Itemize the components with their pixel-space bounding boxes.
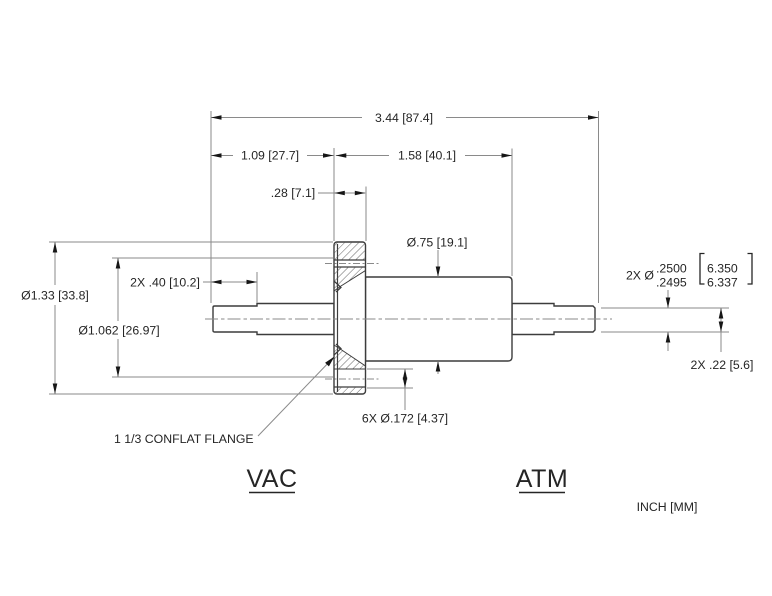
shaft-dia-mm-lower: 6.337: [707, 276, 738, 290]
label-units: INCH [MM]: [637, 500, 698, 514]
flange-top-rim-section: [334, 242, 365, 260]
dim-vac-side-length: 1.09 [27.7]: [241, 149, 299, 163]
flange-bottom-rim-section: [334, 387, 365, 394]
tolerance-bracket-left: [699, 252, 705, 285]
flange-upper-web-section: [333, 266, 366, 292]
shaft-dia-prefix: 2X Ø: [626, 269, 654, 283]
conflat-leader-line: [257, 356, 335, 437]
section-titles: VAC ATM INCH [MM]: [246, 465, 697, 514]
flange-lower-web-section: [333, 344, 366, 370]
flange-outline: [333, 241, 367, 395]
label-atm: ATM: [516, 465, 568, 493]
dim-flange-od: Ø1.33 [33.8]: [21, 288, 89, 302]
dim-shaft-dia-tolerance: 2X Ø .2500 .2495 6.350 6.337: [626, 252, 753, 290]
dim-flange-thickness: .28 [7.1]: [271, 186, 315, 200]
part-geometry: [212, 241, 596, 395]
dim-atm-side-length: 1.58 [40.1]: [398, 149, 456, 163]
dim-shaft-flat: 2X .22 [5.6]: [691, 358, 754, 372]
extension-lines: [49, 111, 729, 395]
dim-flange-bore: Ø1.062 [26.97]: [78, 323, 159, 337]
knife-edge-bottom: [333, 343, 342, 356]
centerlines: [205, 263, 612, 380]
dim-shaft-end-length: 2X .40 [10.2]: [130, 276, 200, 290]
shaft-dia-upper: .2500: [656, 262, 687, 276]
shaft-dia-mm-upper: 6.350: [707, 262, 738, 276]
knife-edge-top: [333, 280, 342, 293]
tolerance-bracket-right: [747, 252, 753, 285]
conflat-leader-arrowhead: [325, 356, 335, 367]
dimension-labels: 3.44 [87.4] 1.09 [27.7] 1.58 [40.1] .28 …: [21, 111, 753, 446]
dim-overall-length: 3.44 [87.4]: [375, 111, 433, 125]
label-vac: VAC: [246, 465, 297, 493]
shaft-dia-lower: .2495: [656, 276, 687, 290]
note-conflat-flange: 1 1/3 CONFLAT FLANGE: [114, 432, 254, 446]
dim-body-dia: Ø.75 [19.1]: [407, 235, 468, 249]
dimension-arrowheads: [52, 115, 724, 394]
dim-bolt-holes: 6X Ø.172 [4.37]: [362, 411, 448, 425]
